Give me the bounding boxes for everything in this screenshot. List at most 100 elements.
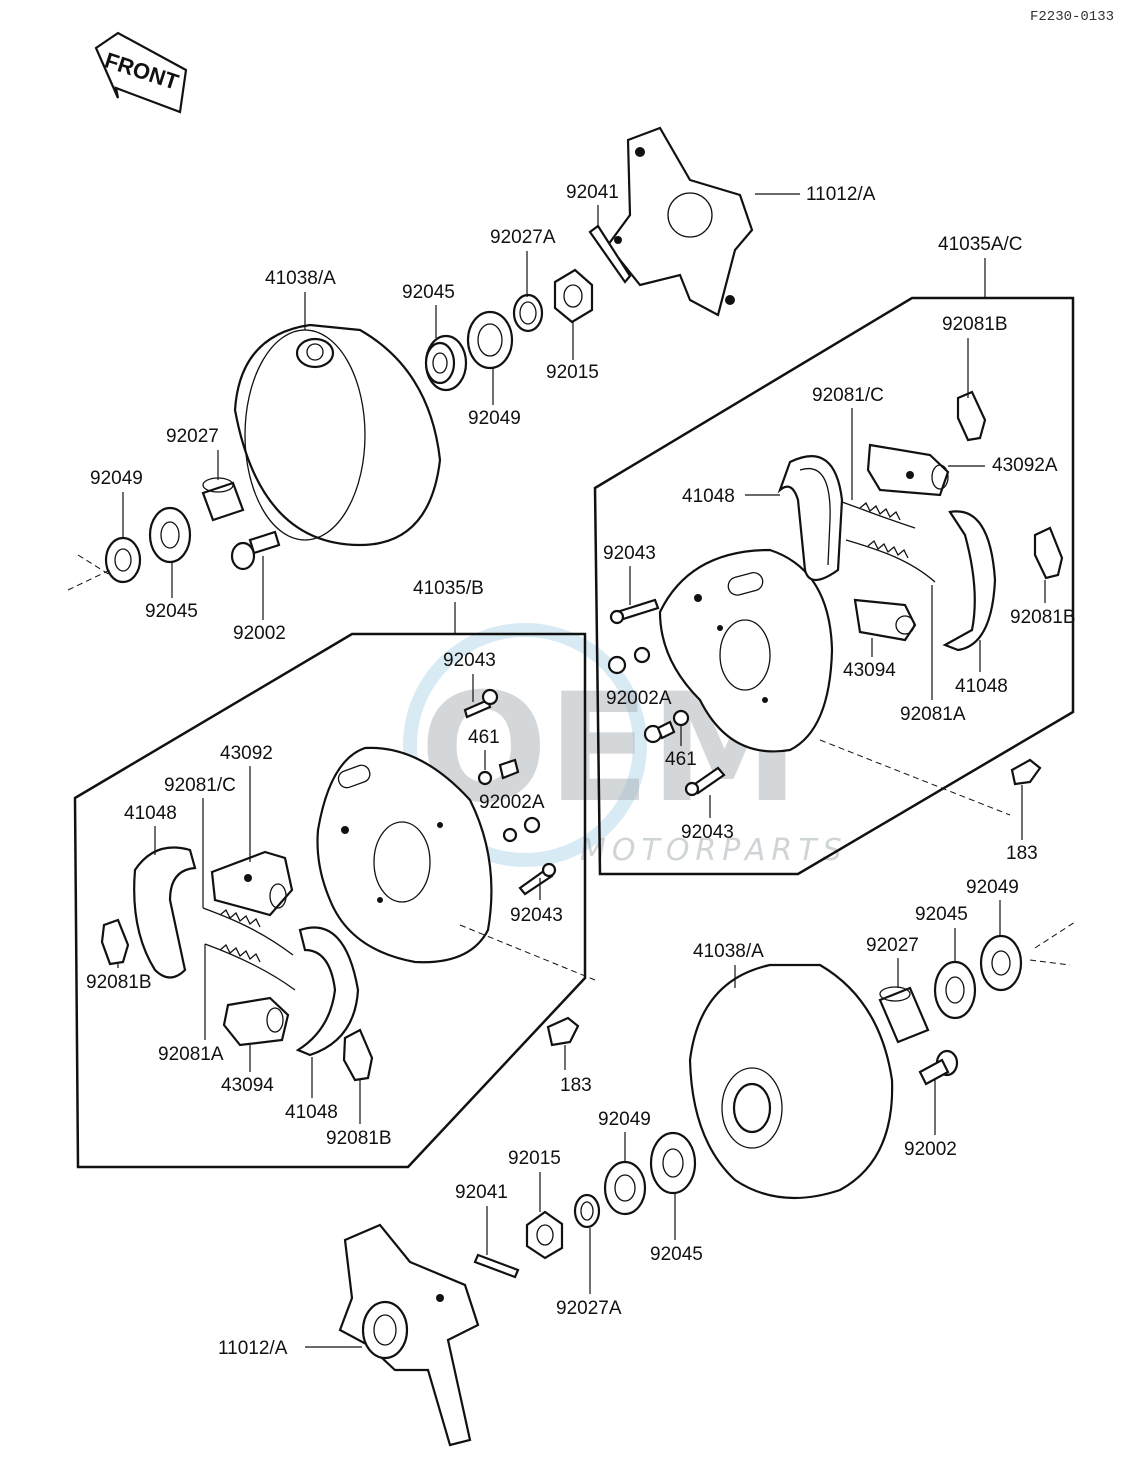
bolt-top (230, 530, 281, 571)
label-l-cyl-bottom: 43094 (221, 1075, 274, 1096)
label-b-bolt: 92002 (904, 1139, 957, 1160)
label-r-shoe-right: 41048 (955, 676, 1008, 697)
drum-top (233, 323, 442, 547)
label-b-drum: 41038/A (693, 941, 764, 962)
spring-clip-left (100, 918, 130, 966)
label-r-cyl-bottom: 43094 (843, 660, 896, 681)
label-l-pin-bottom: 92043 (510, 905, 563, 926)
bleeder-right (1010, 758, 1042, 786)
label-top-washer: 92027A (490, 227, 556, 248)
return-spring-right-c (841, 501, 936, 583)
seal-bottom-a (979, 934, 1023, 992)
label-top-bearing-b: 92045 (145, 601, 198, 622)
label-top-seal-a: 92049 (468, 408, 521, 429)
label-l-bolt: 92002A (479, 792, 545, 813)
label-top-bolt: 92002 (233, 623, 286, 644)
axis-line-bottom (1029, 921, 1076, 966)
label-r-pin: 92043 (603, 543, 656, 564)
bearing-top-a (424, 334, 468, 392)
label-r-shoe-left: 41048 (682, 486, 735, 507)
label-r-washer: 461 (665, 749, 697, 770)
label-l-spring-c: 92081/C (164, 775, 236, 796)
label-top-seal-b: 92049 (90, 468, 143, 489)
wheel-cylinder-right-bottom (853, 598, 917, 642)
label-top-bearing-a: 92045 (402, 282, 455, 303)
assembly-box-left (73, 632, 587, 1169)
seal-bottom-b (603, 1160, 647, 1216)
label-l-shoe-bottom: 41048 (285, 1102, 338, 1123)
bolt-bottom (918, 1049, 959, 1086)
label-top-hub: 11012/A (806, 184, 876, 205)
bolt-right-b (643, 709, 690, 744)
wheel-cylinder-left-bottom (222, 996, 290, 1047)
label-top-nut: 92015 (546, 362, 599, 383)
bearing-top-b (148, 506, 192, 564)
label-r-spring-a: 92081A (900, 704, 966, 725)
label-right-assembly: 41035A/C (938, 234, 1023, 255)
washer-top (512, 293, 544, 333)
label-r-cyl-top: 43092A (992, 455, 1058, 476)
label-top-spacer: 92027 (166, 426, 219, 447)
bearing-bottom-b (649, 1131, 697, 1195)
axis-line-right (819, 739, 1011, 816)
label-r-clip-top: 92081B (942, 314, 1008, 335)
axis-line-top (67, 554, 111, 591)
nut-top (553, 268, 594, 324)
spring-clip-left-bottom (342, 1028, 374, 1082)
label-top-drum: 41038/A (265, 268, 336, 289)
brake-shoe-right-upper (777, 455, 844, 582)
watermark-sub: MOTORPARTS (580, 833, 848, 868)
drum-bottom (688, 963, 894, 1200)
pin-right-top (609, 598, 660, 625)
label-b-bearing-a: 92045 (915, 904, 968, 925)
label-b-pin: 92041 (455, 1182, 508, 1203)
label-l-clip-bottom: 92081B (326, 1128, 392, 1149)
label-b-spacer: 92027 (866, 935, 919, 956)
label-b-seal-a: 92049 (966, 877, 1019, 898)
label-l-spring-a: 92081A (158, 1044, 224, 1065)
return-spring-left-c (202, 907, 296, 991)
nut-bottom (525, 1210, 564, 1260)
cotter-pin-top (588, 224, 632, 284)
wheel-cylinder-left (210, 850, 294, 917)
seal-top-b (104, 536, 142, 584)
brake-shoe-right-lower (942, 510, 997, 652)
spring-clip-right-side (1033, 526, 1064, 580)
bearing-bottom-a (933, 960, 977, 1020)
hub-bottom (338, 1223, 480, 1447)
bolt-left (477, 758, 541, 843)
spacer-bottom (878, 986, 930, 1044)
brake-shoe-left (133, 846, 197, 979)
label-r-bleeder: 183 (1006, 843, 1038, 864)
backing-plate-left (316, 746, 493, 964)
label-l-clip-left: 92081B (86, 972, 152, 993)
washer-bottom (573, 1193, 601, 1229)
label-l-pin-top: 92043 (443, 650, 496, 671)
label-r-spring-c: 92081/C (812, 385, 884, 406)
axis-line-left (459, 924, 596, 981)
label-l-washer: 461 (468, 727, 500, 748)
label-l-bleeder: 183 (560, 1075, 592, 1096)
bolt-right-a (607, 646, 651, 675)
front-arrow-icon: FRONT (94, 31, 188, 114)
wheel-cylinder-right-top (866, 443, 950, 497)
seal-top-a (466, 310, 514, 370)
drawing-code: F2230-0133 (1030, 9, 1114, 25)
spring-clip-right-top (956, 390, 987, 442)
brake-shoe-left-lower (295, 926, 360, 1057)
label-top-pin: 92041 (566, 182, 619, 203)
pin-left-bottom (518, 862, 557, 896)
label-r-bolt: 92002A (606, 688, 672, 709)
label-r-clip-right: 92081B (1010, 607, 1076, 628)
label-left-assembly: 41035/B (413, 578, 484, 599)
label-b-bearing-b: 92045 (650, 1244, 703, 1265)
label-b-seal-b: 92049 (598, 1109, 651, 1130)
bleeder-left (546, 1016, 580, 1047)
pin-right-bottom (684, 766, 726, 797)
label-b-washer: 92027A (556, 1298, 622, 1319)
label-r-pin-bottom: 92043 (681, 822, 734, 843)
hub-top (606, 126, 754, 317)
label-b-hub: 11012/A (218, 1338, 288, 1359)
spacer-top (201, 477, 245, 522)
